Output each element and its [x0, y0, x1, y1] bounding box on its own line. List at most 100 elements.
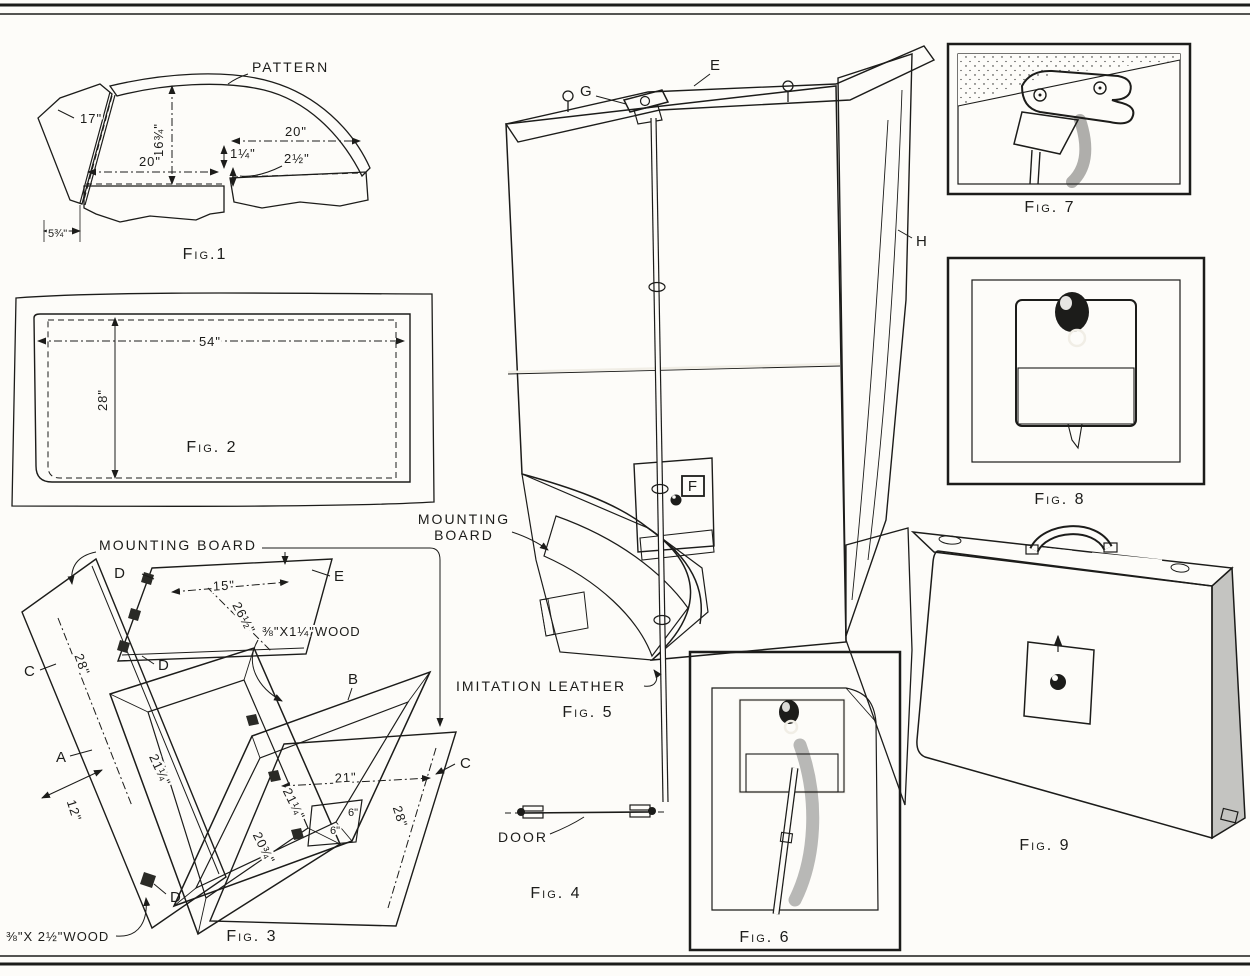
- fig1-base-board-left: [83, 185, 225, 223]
- fig3-left-wing-panel: [21, 557, 227, 930]
- fig9-top-corner-fitting: [938, 535, 962, 545]
- fig6-knob-highlight: [782, 702, 790, 712]
- fig5-e-leader: [693, 73, 711, 87]
- fig5-rolled-edge: [647, 527, 703, 625]
- fig6-corner-crease: [845, 687, 877, 723]
- fig5-rod-fill: [650, 117, 669, 803]
- fig5-drape-fold-1: [851, 119, 889, 601]
- fig7-prop-stem-a: [1029, 149, 1033, 185]
- fig3-label-a: A: [56, 749, 67, 766]
- fig1-base-board-right: [229, 171, 369, 209]
- fig4-caption: Fig. 4: [530, 885, 581, 902]
- fig9-closed-case: Fig. 9: [910, 525, 1246, 854]
- fig7-shadow: [1066, 114, 1092, 188]
- fig9-knob: [1050, 674, 1066, 690]
- fig5-leaf-seam-light: [507, 362, 841, 374]
- fig5-clamp-screw: [639, 95, 651, 107]
- fig3-label-d-top: D: [114, 565, 126, 582]
- fig8-door-closed-detail: Fig. 8: [946, 256, 1206, 508]
- fig3-d-top-leader: [141, 573, 155, 580]
- fig9-bottom-latch: [1220, 807, 1239, 824]
- fig4-door-edge-view: DOOR Fig. 4: [498, 804, 665, 902]
- fig1-leader-2-12: [239, 165, 283, 177]
- fig3-right-bottom-panel: [208, 731, 457, 927]
- fig6-caption: Fig. 6: [739, 929, 790, 946]
- fig5-clamp-plate: [633, 105, 663, 125]
- fig9-caption: Fig. 9: [1019, 837, 1070, 854]
- fig3-rail-hinges: [140, 714, 304, 888]
- fig5-drape-fold-2: [867, 89, 903, 561]
- fig8-caption: Fig. 8: [1034, 491, 1085, 508]
- fig9-handle-mount-right: [1103, 542, 1118, 553]
- fig6-shadow-streak: [788, 738, 820, 907]
- fig7-frame: [946, 42, 1192, 196]
- fig3-dim-28-right: 28": [390, 804, 411, 830]
- fig1-dim-16-34: 16¾": [151, 123, 166, 157]
- fig6-door-open-detail: Fig. 6: [688, 650, 902, 952]
- fig3-frame-a-outer: [109, 647, 341, 936]
- fig5-door-knob-highlight: [672, 495, 676, 499]
- fig1-dim-20-right: 20": [285, 124, 307, 139]
- fig1-dim-2-12: 2½": [284, 151, 310, 166]
- fig5-door-jamb-hatch: [539, 598, 555, 637]
- fig4-door-label: DOOR: [498, 829, 548, 845]
- fig3-dim-28-left: 28": [71, 652, 93, 678]
- fig3-dim-line-12: [41, 769, 103, 799]
- fig5-screen-assembly: F G E H MOUNTING BOARD IMITATION LEATHER…: [418, 45, 936, 806]
- fig6-prop-stick: [773, 767, 798, 915]
- fig3-dim-26-12: 26½": [229, 599, 258, 636]
- fig7-prop-stem-b: [1037, 151, 1041, 185]
- fig3-top-board-e: [116, 558, 333, 662]
- fig7-prop-plate: [1013, 111, 1080, 155]
- fig7-board-top-edge: [957, 59, 1181, 107]
- fig2-inner-panel: [33, 313, 411, 483]
- fig7-board-top-wedge: [958, 54, 1180, 106]
- fig3-caption: Fig. 3: [226, 928, 277, 945]
- fig5-right-drape-h: [837, 53, 913, 637]
- fig3-square-opening: [307, 799, 363, 847]
- fig4-right-hinge: [629, 804, 656, 818]
- fig5-g-leader: [595, 95, 627, 105]
- fig3-label-d-mid: D: [158, 657, 170, 674]
- fig8-knob-highlight: [1060, 296, 1072, 310]
- fig3-d-mid-leader: [141, 655, 155, 665]
- fig3-label-b: B: [348, 671, 359, 688]
- fig3-left-wing-edge-line: [91, 565, 220, 875]
- fig3-dim-line-26-12: [207, 587, 273, 653]
- fig5-leather-underside-curl: [543, 515, 689, 658]
- fig8-knob-ring: [1067, 328, 1087, 348]
- fig2-dim-54: 54": [199, 334, 221, 349]
- fig3-dim-line-15: [171, 579, 289, 595]
- fig3-dim-6-a: 6": [330, 825, 340, 837]
- fig1-curved-template-band: [108, 73, 371, 178]
- fig3-dim-12: 12": [64, 798, 85, 824]
- fig3-dim-21-14-b: 21¼": [280, 785, 308, 822]
- fig6-frame: [688, 650, 902, 952]
- fig5-door-knob: [670, 494, 682, 506]
- fig1-slant-edge-inner: [84, 94, 116, 206]
- fig3-dim-21-14-a: 21¼": [146, 752, 174, 789]
- fig3-label-c-left: C: [24, 663, 36, 680]
- fig5-rod-right-line: [655, 117, 669, 803]
- fig5-rod-collars: [648, 281, 671, 626]
- fig5-top-clamp: [622, 89, 670, 113]
- fig2-dashed-fold-line: [47, 319, 397, 479]
- fig5-door-opening-in-board: [539, 591, 589, 637]
- fig1-pattern-label: PATTERN: [252, 59, 329, 75]
- fig1-pattern-leader: [227, 73, 249, 85]
- fig3-a-leader: [69, 749, 93, 757]
- fig3-dim-line-21: [281, 774, 431, 790]
- fig1-dim-5-34: 5¾": [48, 228, 67, 240]
- fig3-c-right-leader: [435, 763, 456, 775]
- fig3-e-leader: [311, 569, 331, 577]
- fig4-left-hinge: [517, 805, 544, 819]
- fig7-screw-right-dot: [1098, 86, 1102, 90]
- fig7-screw-left-dot: [1038, 93, 1042, 97]
- fig9-door-outline: [1023, 641, 1095, 725]
- fig1-dim-1-14: 1¼": [230, 146, 256, 161]
- fig5-mb-leader: [511, 531, 549, 551]
- fig3-frame-a-corner-joins: [109, 647, 341, 935]
- fig5-leather-leader: [643, 669, 662, 687]
- fig9-side-face: [1211, 566, 1246, 840]
